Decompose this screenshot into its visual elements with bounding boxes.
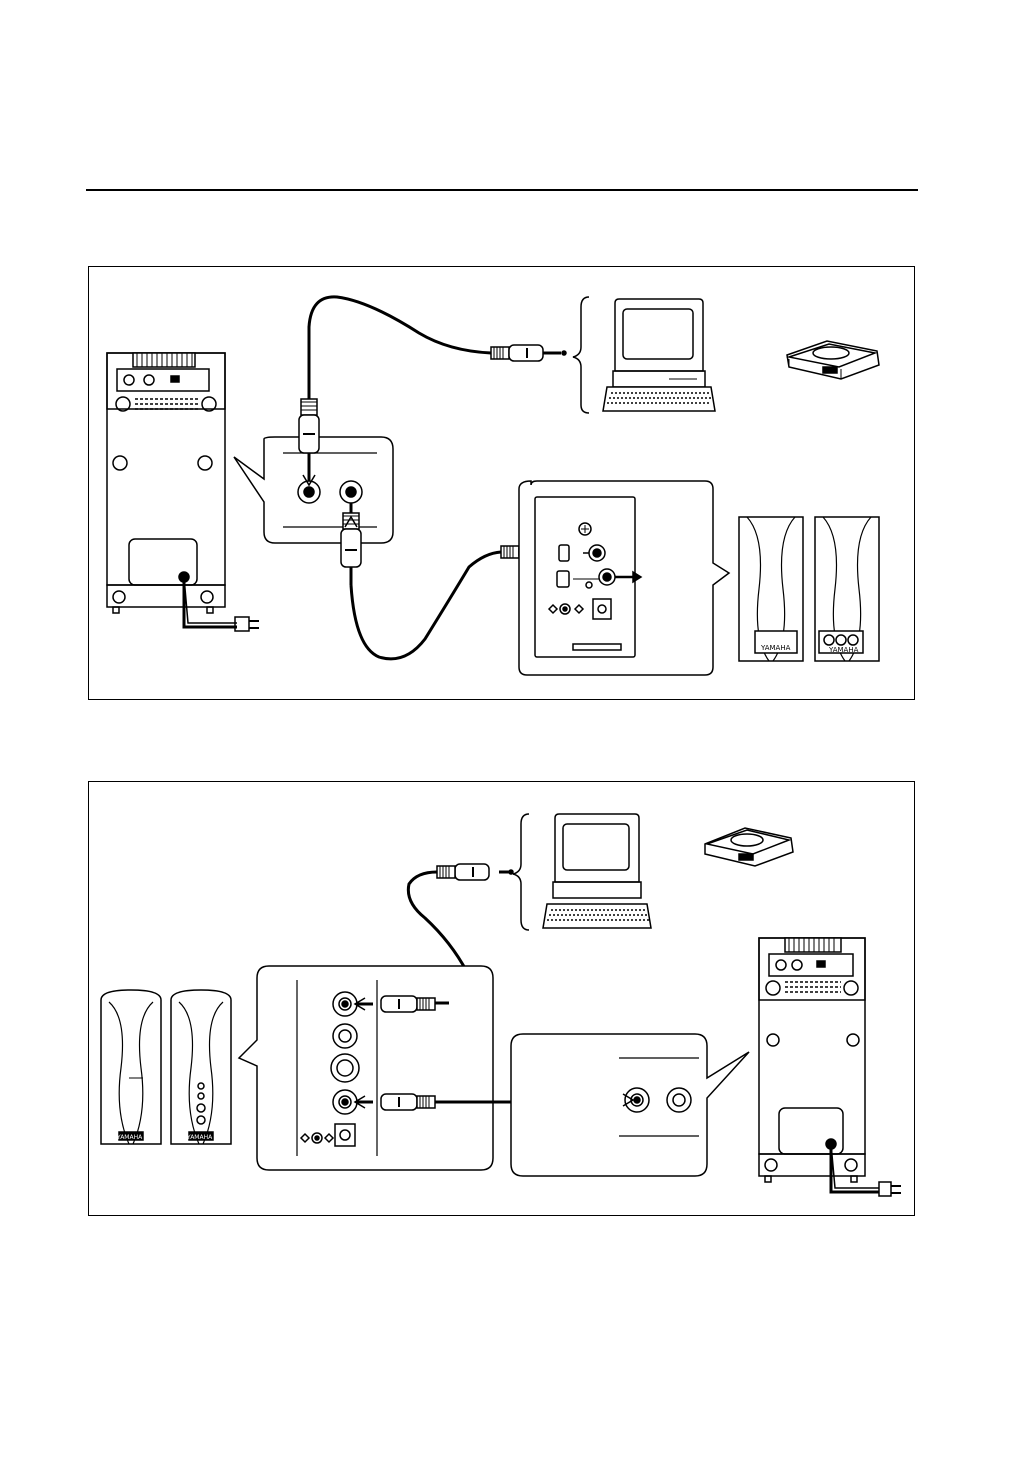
speaker-pair-icon: YAMAHA YAMAHA bbox=[101, 990, 231, 1144]
header-rule bbox=[86, 189, 918, 191]
computer-icon bbox=[603, 299, 715, 411]
brand-mark: YAMAHA bbox=[116, 1134, 143, 1141]
subwoofer-rear-icon bbox=[759, 938, 865, 1182]
portable-cd-player-icon bbox=[787, 341, 879, 379]
source-bracket bbox=[573, 297, 589, 413]
speaker-pair-icon: YAMAHA YAMAHA bbox=[739, 517, 879, 661]
brand-mark: YAMAHA bbox=[186, 1134, 213, 1141]
connection-diagram-speakers-first: YAMAHA YAMAHA bbox=[88, 781, 915, 1216]
portable-cd-player-icon bbox=[705, 828, 793, 866]
brand-mark: YAMAHA bbox=[760, 644, 791, 652]
diagram-top-svg: YAMAHA YAMAHA bbox=[89, 267, 914, 699]
source-bracket bbox=[513, 814, 529, 930]
subwoofer-rear-icon bbox=[107, 353, 225, 613]
computer-icon bbox=[543, 814, 651, 928]
connection-diagram-subwoofer-first: YAMAHA YAMAHA bbox=[88, 266, 915, 700]
callout-bubble-icon bbox=[239, 966, 493, 1170]
callout-bubble-icon bbox=[511, 1034, 749, 1176]
brand-mark: YAMAHA bbox=[828, 646, 859, 654]
diagram-bottom-svg: YAMAHA YAMAHA bbox=[89, 782, 914, 1215]
